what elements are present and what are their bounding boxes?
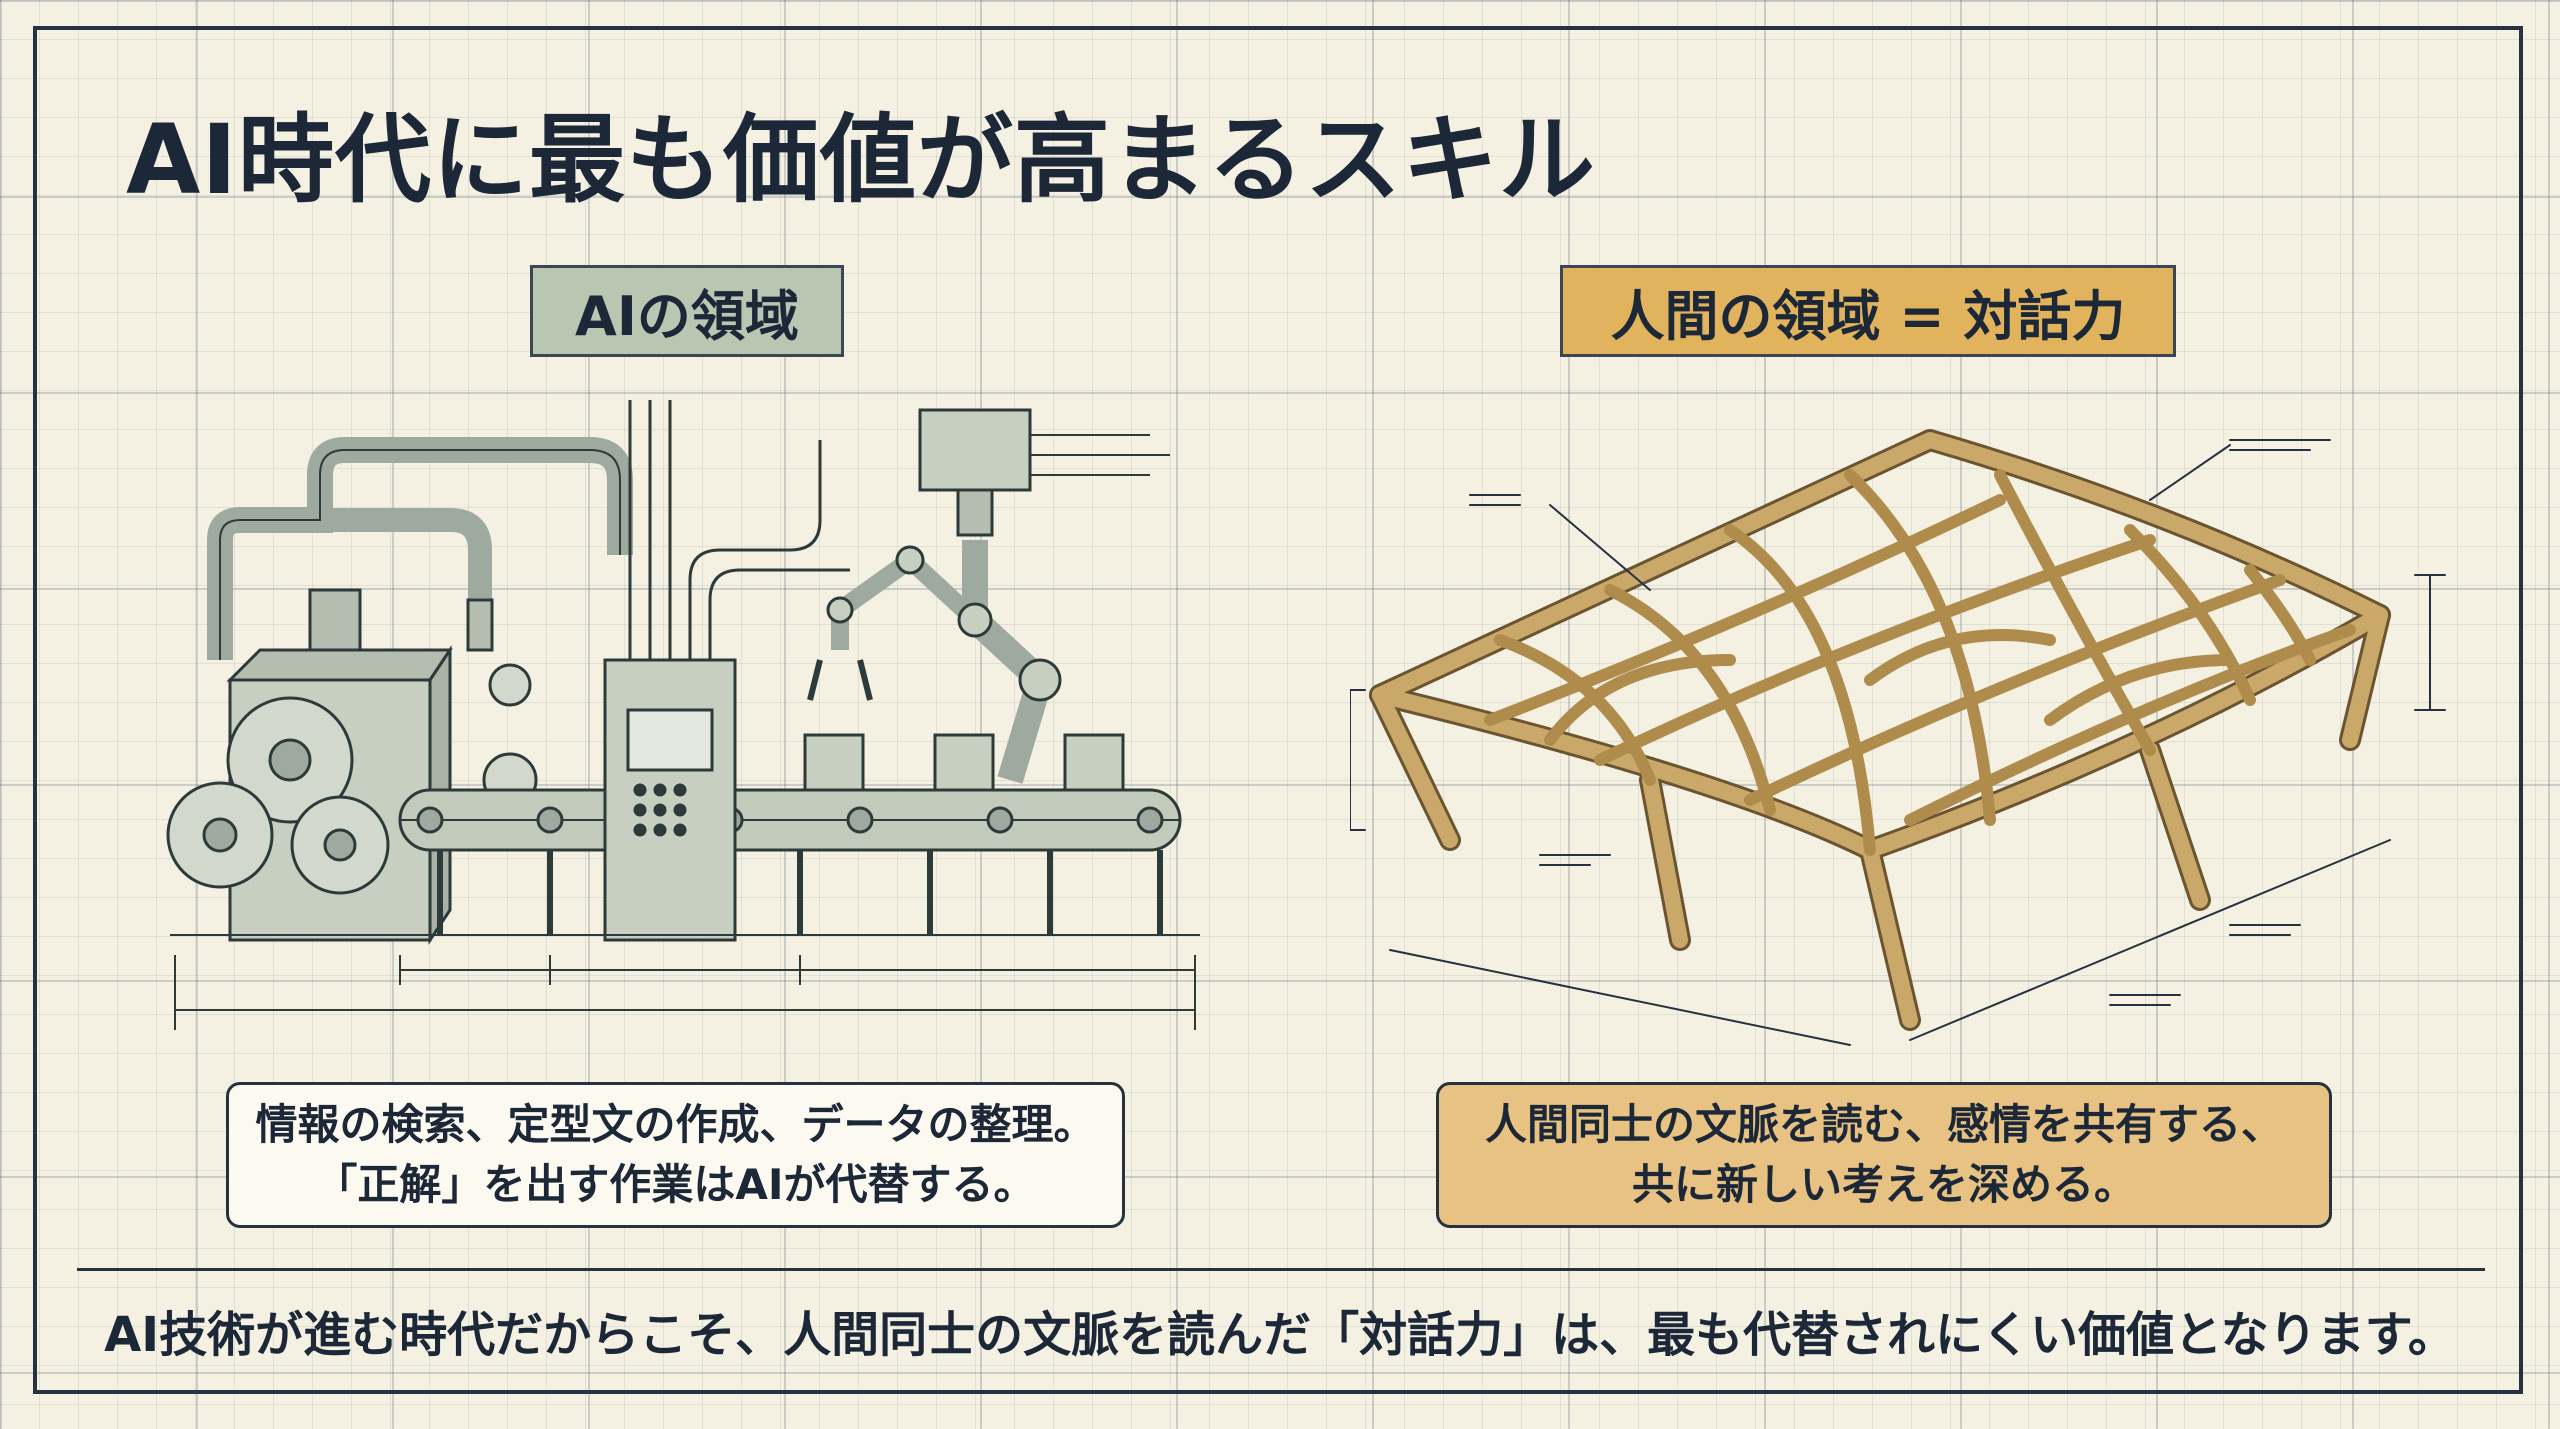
ai-domain-label: AIの領域 [530, 265, 844, 357]
product-box [933, 733, 995, 792]
human-domain-description: 人間同士の文脈を読む、感情を共有する、 共に新しい考えを深める。 [1436, 1082, 2332, 1228]
product-box [1063, 733, 1125, 792]
pipe [320, 508, 492, 600]
product-box [803, 733, 865, 792]
footer-divider [77, 1268, 2485, 1271]
pipe [207, 437, 633, 660]
robot-control-box [918, 408, 1032, 492]
description-line: 共に新しい考えを深める。 [1631, 1160, 2136, 1209]
description-line: 人間同士の文脈を読む、感情を共有する、 [1484, 1100, 2283, 1149]
description-line: 「正解」を出す作業はAIが代替する。 [315, 1160, 1036, 1209]
human-domain-label: 人間の領域 = 対話力 [1560, 265, 2176, 357]
pipe [219, 449, 621, 660]
factory-machine-illustration [166, 400, 1200, 1030]
wooden-lattice-illustration [1350, 429, 2446, 1046]
lattice-beam [1372, 432, 2388, 703]
robot-arm [962, 540, 1055, 784]
control-cabinet [603, 658, 737, 942]
page-title: AI時代に最も価値が高まるスキル [126, 104, 1597, 216]
description-line: 情報の検索、定型文の作成、データの整理。 [255, 1100, 1096, 1149]
ai-domain-description: 情報の検索、定型文の作成、データの整理。 「正解」を出す作業はAIが代替する。 [226, 1082, 1125, 1228]
gear-icon [488, 663, 532, 707]
page-frame [33, 26, 2523, 1394]
footer-summary: AI技術が進む時代だからこそ、人間同士の文脈を読んだ「対話力」は、最も代替されに… [104, 1307, 2456, 1363]
